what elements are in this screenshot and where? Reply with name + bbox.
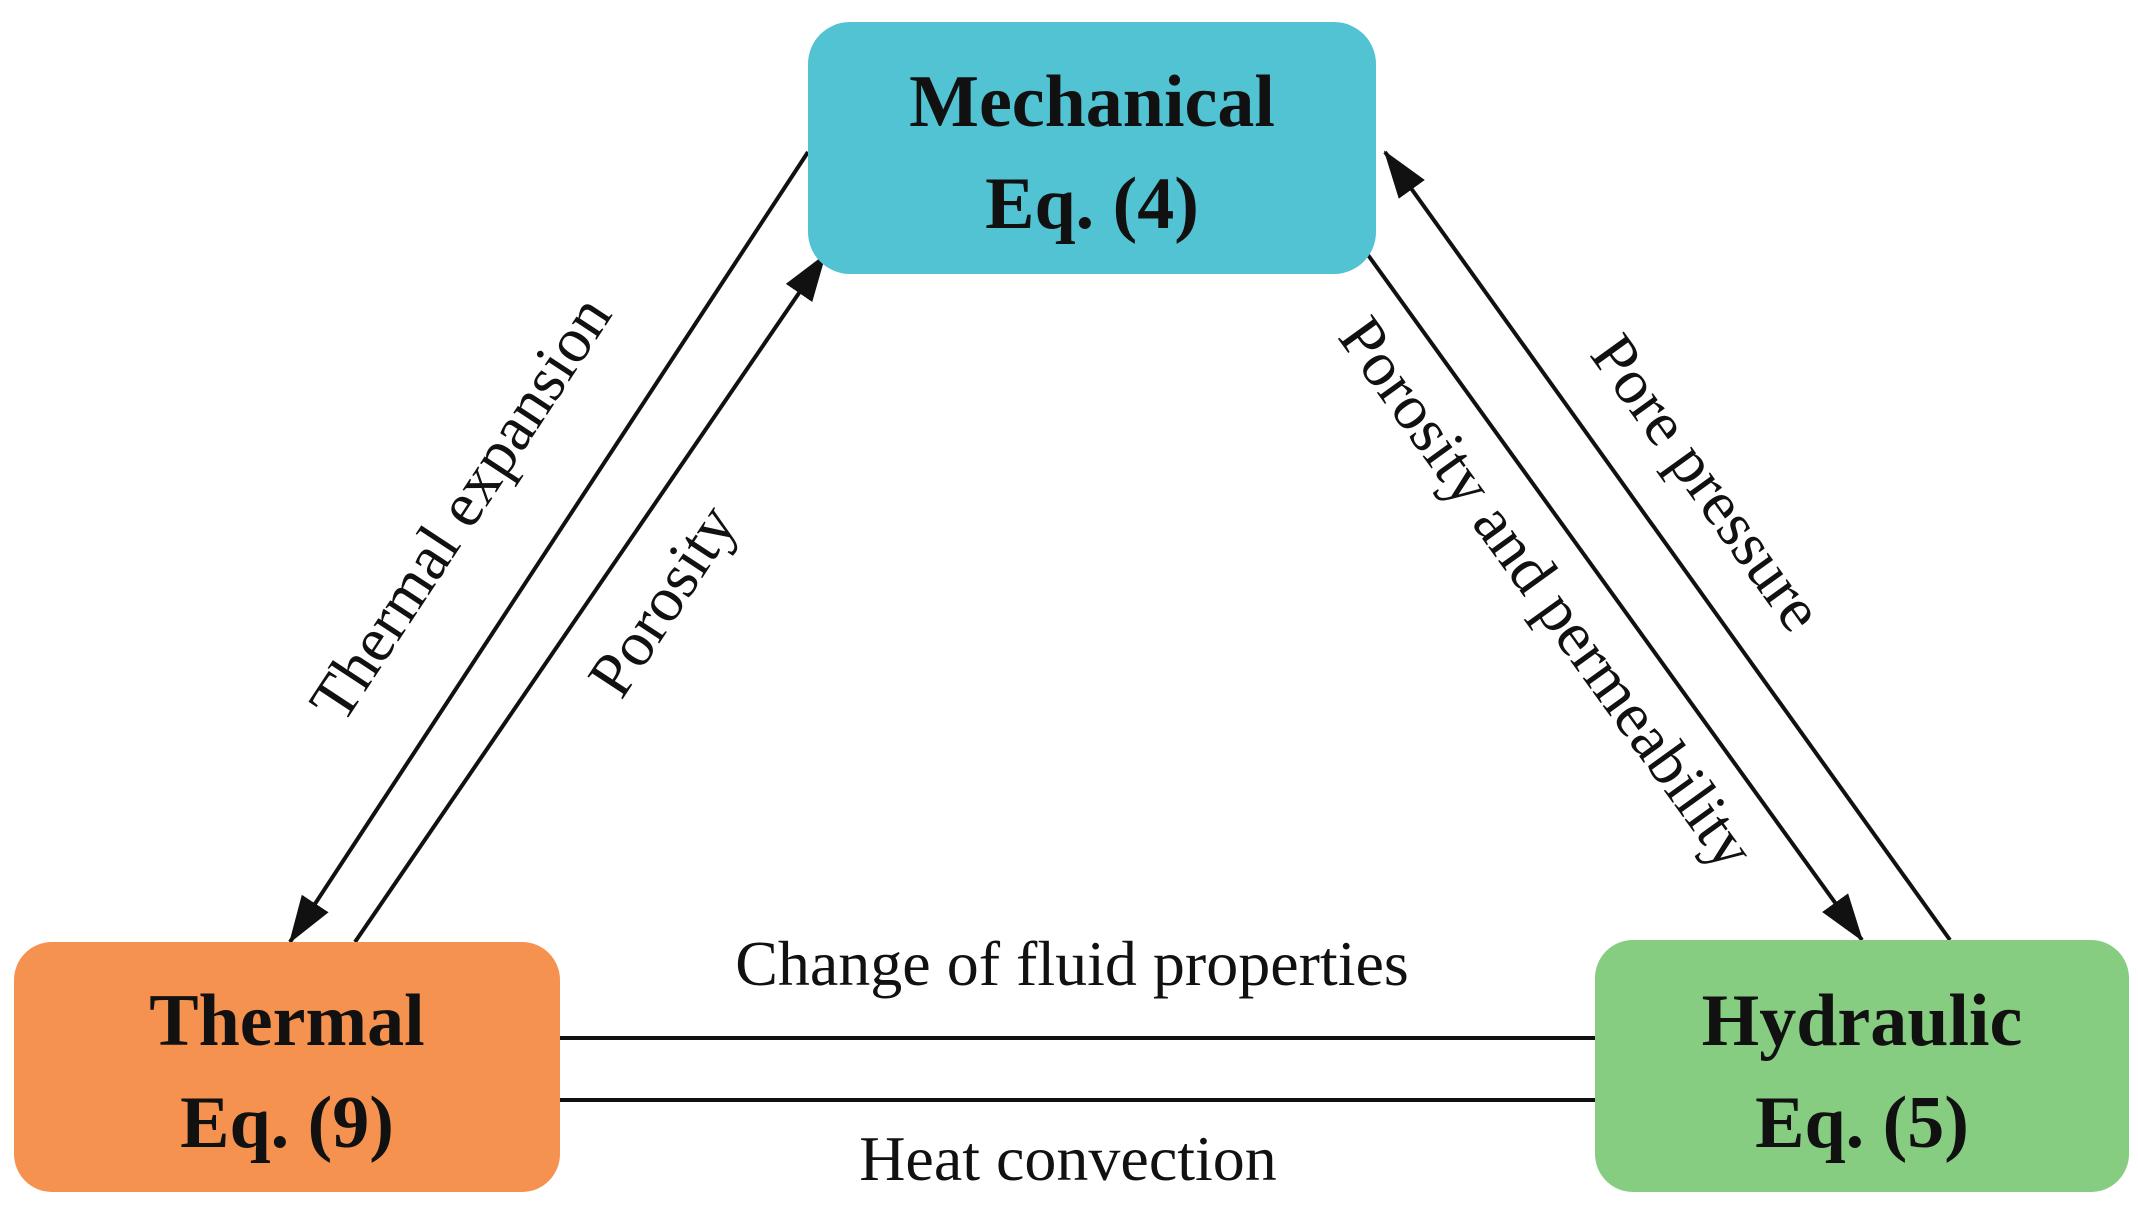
node-hydraulic-box <box>1595 940 2129 1192</box>
node-hydraulic-equation: Eq. (5) <box>1755 1082 1969 1164</box>
arrow-thermal-to-mechanical <box>353 253 827 944</box>
arrow-mechanical-to-hydraulic <box>1366 253 1864 942</box>
node-mechanical: Mechanical Eq. (4) <box>808 22 1376 274</box>
node-thermal-box <box>14 942 560 1192</box>
label-heat-convection: Heat convection <box>859 1123 1277 1194</box>
node-mechanical-title: Mechanical <box>909 61 1275 143</box>
arrow-hydraulic-to-mechanical <box>1383 150 1952 942</box>
arrow-mechanical-to-thermal <box>288 150 810 944</box>
node-thermal-equation: Eq. (9) <box>180 1082 394 1164</box>
label-change-of-fluid-properties: Change of fluid properties <box>735 928 1409 999</box>
label-porosity: Porosity <box>574 492 750 709</box>
node-thermal: Thermal Eq. (9) <box>14 942 560 1192</box>
node-hydraulic: Hydraulic Eq. (5) <box>1595 940 2129 1192</box>
node-hydraulic-title: Hydraulic <box>1702 980 2023 1062</box>
node-mechanical-box <box>808 22 1376 274</box>
node-mechanical-equation: Eq. (4) <box>985 163 1199 245</box>
label-pore-pressure: Pore pressure <box>1577 321 1837 644</box>
edges <box>288 150 1952 1102</box>
node-thermal-title: Thermal <box>149 980 424 1062</box>
